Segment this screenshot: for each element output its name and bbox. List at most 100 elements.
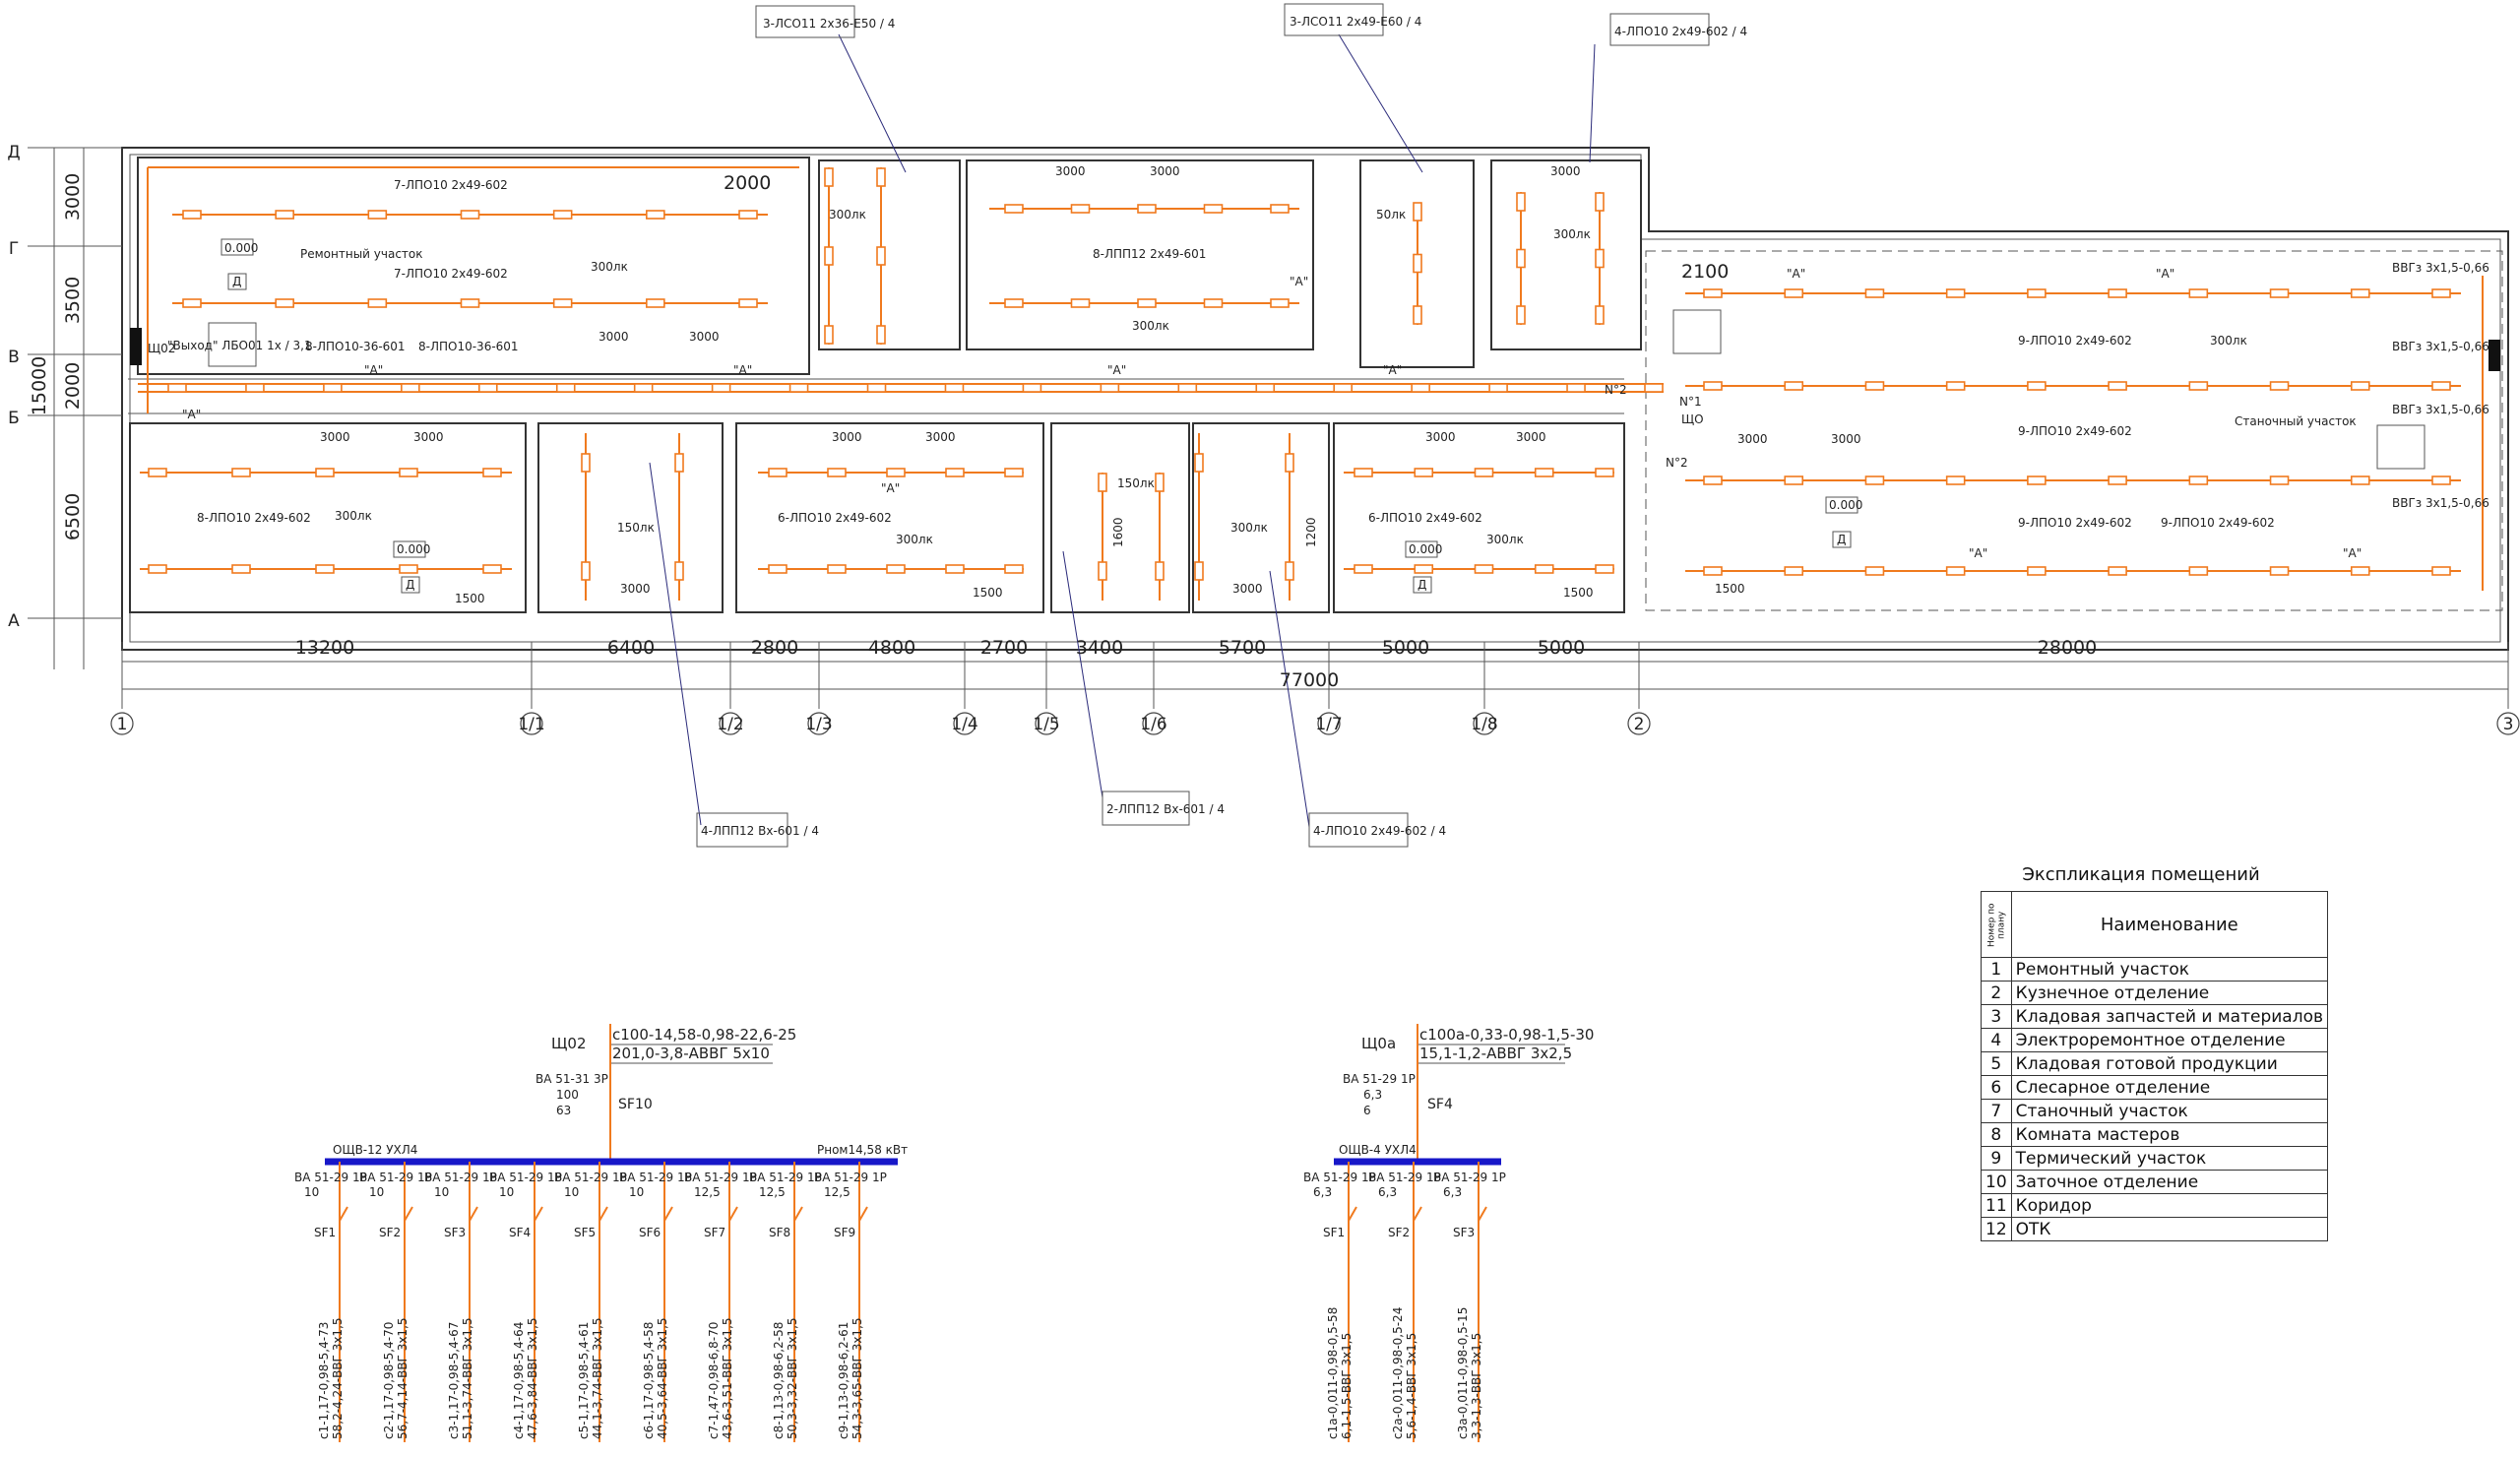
panel2-name: Щ0а (1361, 1035, 1396, 1052)
axis-row-a: А (8, 611, 20, 631)
panel1-cable-spec-2: 50,3-3,32-ВВГ 3х1,5 (786, 1317, 799, 1439)
panel1-breaker-type: ВА 51-29 1Р (489, 1171, 562, 1184)
panel1-cable-spec: с3-1,17-0,98-5,4-67 (447, 1322, 461, 1439)
lum-6b-label: 6-ЛПО10 2х49-602 (1368, 511, 1482, 525)
panel1-breaker-rating: 10 (304, 1185, 319, 1199)
dim-bottom: 3400 (1076, 637, 1123, 659)
panel2-breaker-type: ВА 51-29 1Р (1433, 1171, 1506, 1184)
panel2-cable-spec: с1а-0,011-0,98-0,5-58 (1326, 1307, 1340, 1439)
panel2-cable-spec-2: 5,6-1,4-ВВГ 3х1,5 (1405, 1333, 1418, 1439)
dim-3000-h: 3000 (832, 430, 862, 444)
panel2-breaker-sf: SF3 (1453, 1226, 1475, 1239)
level-room1: 0.000 (224, 241, 258, 255)
axis-row-b: Б (8, 409, 20, 428)
panel2-main-breaker: ВА 51-29 1Р (1343, 1072, 1416, 1086)
lum-8c-label: 8-ЛПО10 2х49-602 (197, 511, 311, 525)
dim-1200: 1200 (1304, 517, 1318, 547)
level-room7: 0.000 (1829, 498, 1862, 512)
legend-row-name: Заточное отделение (2010, 1170, 2329, 1194)
panel1-cable-spec: с1-1,17-0,98-5,4-73 (317, 1322, 331, 1439)
vvg-label-2: ВВГз 3х1,5-0,66 (2392, 340, 2489, 353)
kab-label-1: N°1 (1679, 395, 1702, 409)
legend-row-num: 11 (1981, 1193, 2012, 1218)
panel2-cable-spec-2: 6,1-1,5-ВВГ 3х1,5 (1340, 1333, 1354, 1439)
legend-row-num: 1 (1981, 957, 2012, 982)
dim-left-2: 3500 (62, 277, 84, 324)
dim-3000-g: 3000 (413, 430, 444, 444)
panel2-main-rating-1: 6,3 (1363, 1088, 1382, 1102)
panel1-breaker-type: ВА 51-29 1Р (684, 1171, 757, 1184)
dim-3000-l: 3000 (1737, 432, 1768, 446)
panel1-bus-power: Рном14,58 кВт (817, 1143, 908, 1157)
legend-col-name: Наименование (2010, 891, 2329, 958)
a-mark-3: "А" (733, 363, 752, 377)
lum-7b-label: 7-ЛПО10 2х49-602 (394, 267, 508, 281)
lux-room6b: 300лк (1230, 521, 1268, 535)
axis-row-g: Г (9, 239, 19, 259)
panel1-breaker-sf: SF3 (444, 1226, 466, 1239)
legend-row-num: 12 (1981, 1217, 2012, 1241)
panel1-cable-spec: с8-1,13-0,98-6,2-58 (772, 1322, 786, 1439)
legend-row-num: 9 (1981, 1146, 2012, 1171)
d-room7: Д (1837, 533, 1846, 546)
lux-room4: 300лк (896, 533, 933, 546)
panel1-breaker-rating: 12,5 (759, 1185, 786, 1199)
dim-bottom: 28000 (2038, 637, 2097, 659)
panel2-breaker-rating: 6,3 (1378, 1185, 1397, 1199)
panel1-spec-2: 201,0-3,8-АВВГ 5х10 (612, 1045, 770, 1062)
axis-col-label: 1/3 (805, 715, 832, 734)
dim-3000-a: 3000 (1055, 164, 1086, 178)
panel2-breaker-rating: 6,3 (1313, 1185, 1332, 1199)
panel2-main-sf: SF4 (1427, 1097, 1453, 1112)
panel1-breaker-sf: SF1 (314, 1226, 336, 1239)
a-mark-8: "А" (2156, 267, 2174, 281)
dim-2100: 2100 (1681, 261, 1729, 283)
vvg-label-4: ВВГз 3х1,5-0,66 (2392, 496, 2489, 510)
panel1-cable-spec: с7-1,47-0,98-6,8-70 (707, 1322, 721, 1439)
a-mark-2: "А" (364, 363, 383, 377)
lum-7-label: 7-ЛПО10 2х49-602 (394, 178, 508, 192)
a-mark-6: "А" (1290, 275, 1308, 288)
axis-row-v: В (8, 348, 20, 367)
level-room6: 0.000 (1409, 542, 1442, 556)
dim-3000-m: 3000 (1831, 432, 1861, 446)
axis-col-label: 2 (1634, 715, 1645, 734)
d-room1: Д (232, 275, 241, 288)
panel1-breaker-type: ВА 51-29 1Р (424, 1171, 497, 1184)
panel1-main-rating-2: 63 (556, 1104, 571, 1117)
legend-row-num: 7 (1981, 1099, 2012, 1123)
dim-1500-a: 1500 (455, 592, 485, 605)
dim-1600: 1600 (1111, 517, 1125, 547)
panel1-cable-spec-2: 51,1-3,74-ВВГ 3х1,5 (461, 1317, 474, 1439)
panel1-cable-spec: с6-1,17-0,98-5,4-58 (642, 1322, 656, 1439)
dim-3000-d: 3000 (598, 330, 629, 344)
lux-room1: 300лк (591, 260, 628, 274)
panel2-breaker-rating: 6,3 (1443, 1185, 1462, 1199)
legend-title: Экспликация помещений (2022, 864, 2260, 885)
callout-bot-1: 4-ЛПП12 Вх-601 / 4 (701, 824, 819, 838)
panel1-breaker-rating: 10 (369, 1185, 384, 1199)
legend-row-name: Кладовая запчастей и материалов (2010, 1004, 2329, 1029)
vvg-label-3: ВВГз 3х1,5-0,66 (2392, 403, 2489, 416)
legend-row-num: 6 (1981, 1075, 2012, 1100)
panel1-breaker-rating: 12,5 (694, 1185, 721, 1199)
legend-row-name: Кладовая готовой продукции (2010, 1051, 2329, 1076)
panel2-breaker-type: ВА 51-29 1Р (1303, 1171, 1376, 1184)
dim-3000-c: 3000 (1550, 164, 1581, 178)
shch0a-label: ЩО (1681, 412, 1704, 426)
legend-row-name: Кузнечное отделение (2010, 981, 2329, 1005)
axis-col-label: 1/5 (1033, 715, 1059, 734)
panel1-breaker-sf: SF8 (769, 1226, 790, 1239)
panel1-cable-spec-2: 43,6-3,51-ВВГ 3х1,5 (721, 1317, 734, 1439)
panel1-breaker-sf: SF4 (509, 1226, 531, 1239)
dim-left-4: 6500 (62, 493, 84, 540)
a-mark-7: "А" (1787, 267, 1805, 281)
